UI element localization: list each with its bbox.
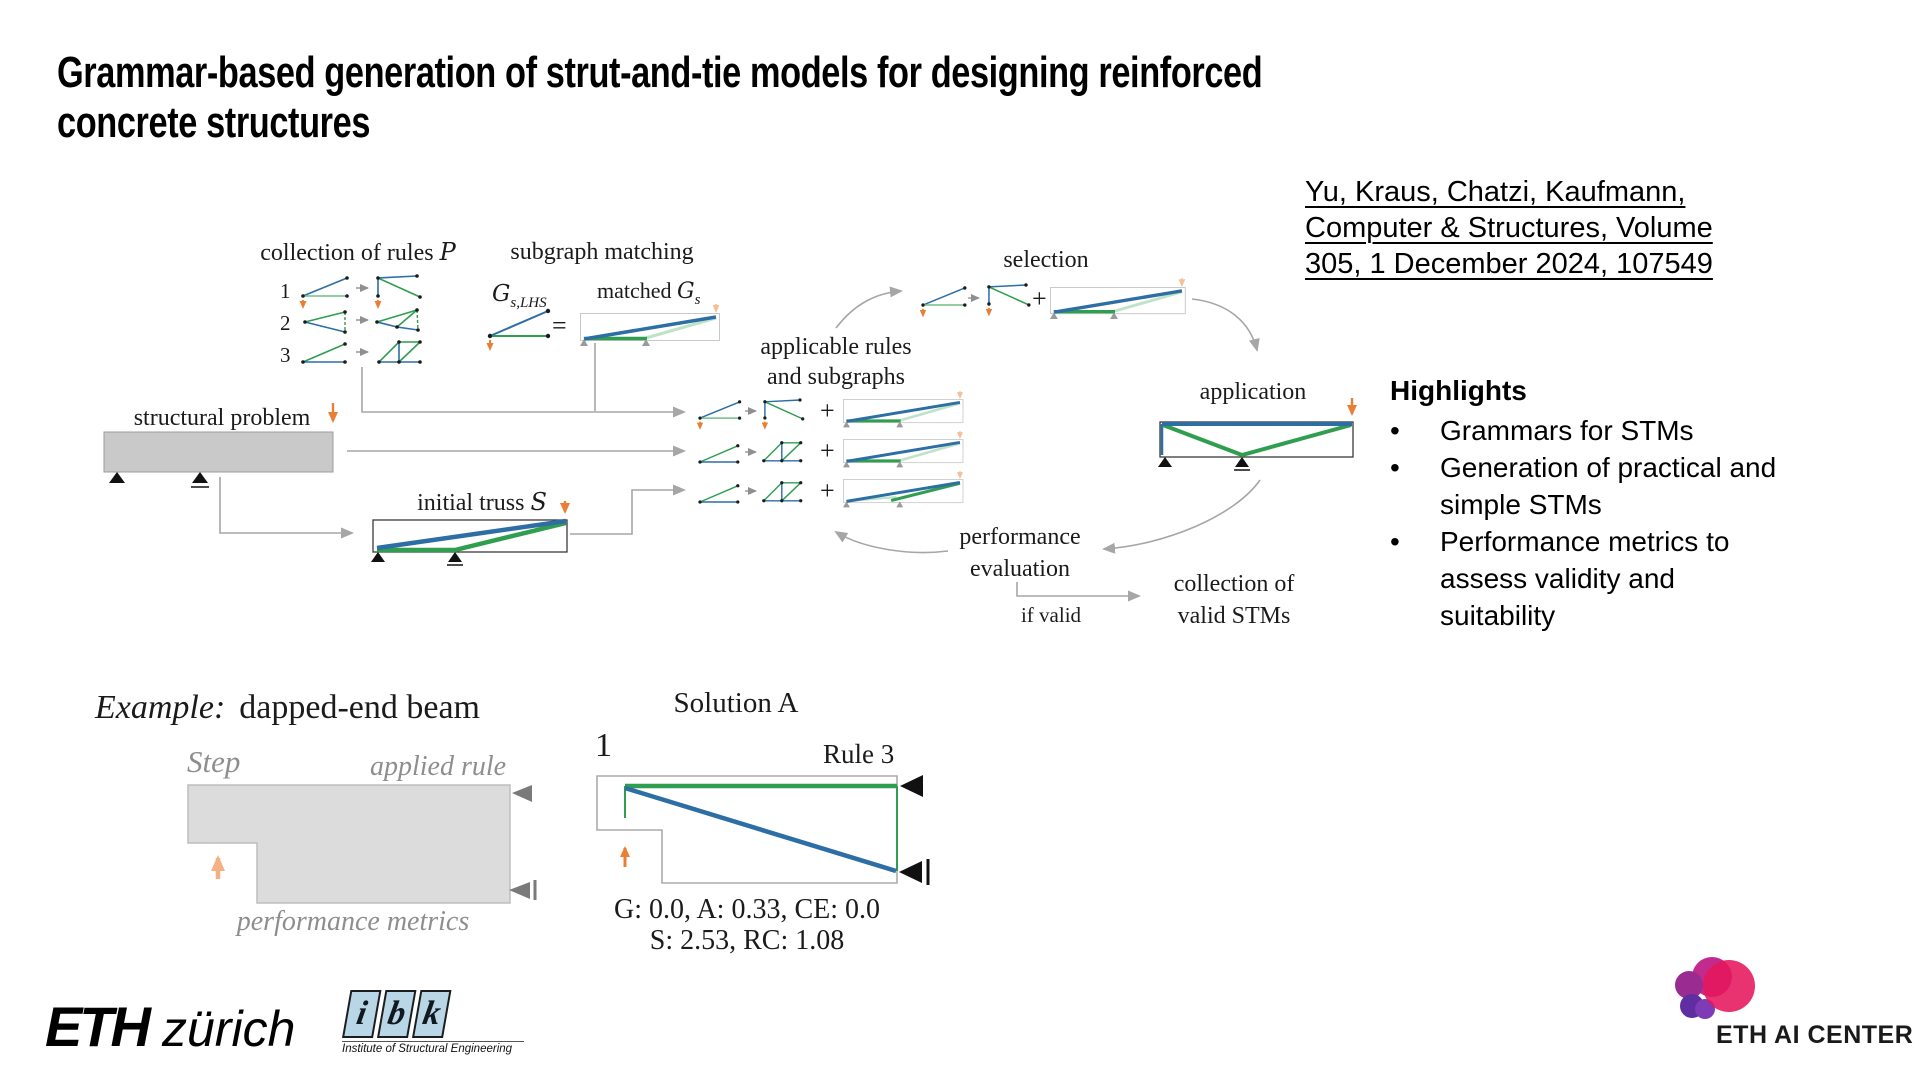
citation-link[interactable]: Yu, Kraus, Chatzi, Kaufmann, Computer & … <box>1305 176 1713 280</box>
ibk-letter: b <box>377 990 417 1038</box>
rule-number-2: 2 <box>280 311 291 335</box>
plus-sign: + <box>1032 284 1047 313</box>
solution-step-number: 1 <box>595 727 612 764</box>
zurich-logo-text: zürich <box>162 1001 296 1057</box>
flow-connectors <box>219 286 1261 602</box>
label-step: Step <box>187 744 241 779</box>
highlight-item: • Grammars for STMs <box>1390 412 1840 449</box>
ibk-divider <box>342 1041 524 1042</box>
eth-logo-text: ETH <box>45 995 151 1058</box>
label-application: application <box>1199 379 1307 405</box>
rule-number-1: 1 <box>280 279 291 303</box>
eth-ai-center-logo <box>1675 957 1755 1019</box>
application-figure <box>1158 398 1357 471</box>
plus-sign: + <box>820 396 835 425</box>
label-collection-valid-stms: collection of valid STMs <box>1173 571 1295 629</box>
ibk-subtitle: Institute of Structural Engineering <box>342 1043 513 1055</box>
label-performance-metrics: performance metrics <box>236 906 470 937</box>
label-structural-problem: structural problem <box>133 405 311 431</box>
plus-sign: + <box>820 476 835 505</box>
highlights-heading: Highlights <box>1390 375 1527 406</box>
rule-number-3: 3 <box>280 343 291 367</box>
label-solution-a: Solution A <box>673 687 799 719</box>
eth-ai-center-label: ETH AI CENTER <box>1716 1021 1914 1049</box>
label-selection: selection <box>1003 247 1089 273</box>
ibk-logo: i b k Institute of Structural Engineerin… <box>342 990 542 1055</box>
label-performance-evaluation: performance evaluation <box>959 524 1081 582</box>
ibk-letter-boxes: i b k <box>342 990 550 1038</box>
bullet-icon: • <box>1390 526 1400 557</box>
example-heading: Example:dapped-end beam <box>95 689 481 726</box>
equals-sign: = <box>552 311 567 340</box>
label-applied-rule: applied rule <box>370 751 507 782</box>
label-if-valid: if valid <box>1020 603 1082 627</box>
solution-metrics: G: 0.0, A: 0.33, CE: 0.0 S: 2.53, RC: 1.… <box>613 894 881 956</box>
label-initial-truss: initial truss S <box>417 488 547 516</box>
rule-collection-glyphs <box>301 274 422 365</box>
label-applicable-rules: applicable rules and subgraphs <box>760 334 912 390</box>
highlight-item: • Generation of practical and simple STM… <box>1390 449 1840 523</box>
plus-sign: + <box>820 436 835 465</box>
slide-title: Grammar-based generation of strut-and-ti… <box>57 48 1263 147</box>
label-matched-gs: matched Gs <box>597 278 701 308</box>
step-beam-figure <box>187 784 537 904</box>
bullet-icon: • <box>1390 452 1400 483</box>
label-collection-of-rules: collection of rules P <box>260 238 456 266</box>
label-subgraph-matching: subgraph matching <box>510 239 694 265</box>
highlight-item: • Performance metrics to assess validity… <box>1390 523 1840 634</box>
label-rule-3: Rule 3 <box>823 739 895 769</box>
selection-row <box>921 278 1185 319</box>
bullet-icon: • <box>1390 415 1400 446</box>
ibk-letter: i <box>342 990 382 1038</box>
label-gs-lhs: Gs,LHS <box>492 281 547 311</box>
highlights-panel: Highlights • Grammars for STMs • Generat… <box>1390 375 1840 634</box>
solution-a-figure <box>596 775 930 885</box>
ibk-letter: k <box>412 990 452 1038</box>
